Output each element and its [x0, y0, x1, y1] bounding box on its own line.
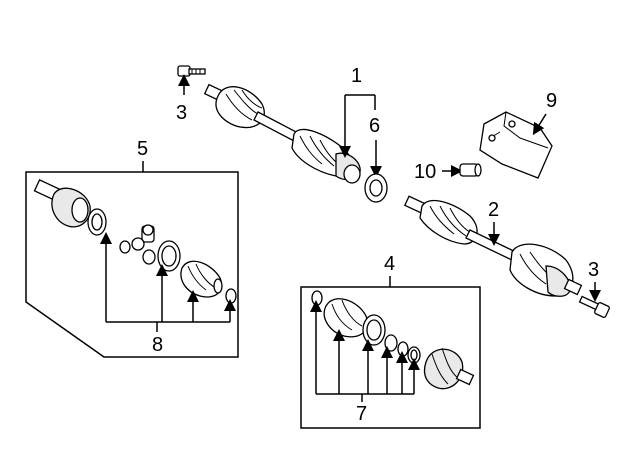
boot-clamp-small-inner[interactable] [225, 288, 237, 304]
callout-3-upper: 3 [176, 102, 187, 124]
axle-shaft-right[interactable] [403, 195, 583, 297]
callout-10: 10 [414, 161, 436, 183]
snap-ring-outer-1[interactable] [384, 334, 398, 352]
callout-4: 4 [384, 253, 395, 275]
callout-3-right: 3 [588, 259, 599, 281]
tripod-bearing[interactable] [119, 224, 156, 265]
snap-ring-inner[interactable] [87, 208, 107, 236]
bolt-upper[interactable] [177, 65, 206, 77]
plug[interactable] [459, 163, 482, 177]
axle-shaft-upper[interactable] [203, 83, 361, 184]
callout-1: 1 [351, 65, 362, 87]
inner-boot[interactable] [180, 260, 223, 298]
callout-7: 7 [356, 403, 367, 425]
callout-5: 5 [137, 138, 148, 160]
callout-9: 9 [546, 90, 557, 112]
seal-ring[interactable] [364, 173, 388, 203]
boot-clamp-inner[interactable] [157, 240, 181, 272]
boot-clamp-outer[interactable] [362, 314, 386, 346]
spacer-ring[interactable] [407, 346, 421, 364]
outer-boot[interactable] [323, 298, 369, 338]
callout-2: 2 [488, 199, 499, 221]
callout-8: 8 [152, 334, 163, 356]
outer-joint[interactable] [423, 347, 475, 390]
callout-6: 6 [369, 115, 380, 137]
bolt-right[interactable] [578, 295, 610, 318]
snap-ring-outer-2[interactable] [397, 341, 409, 357]
kit-box-5 [25, 171, 239, 358]
inner-joint-housing[interactable] [33, 179, 91, 228]
boot-clamp-small-outer[interactable] [311, 290, 323, 306]
